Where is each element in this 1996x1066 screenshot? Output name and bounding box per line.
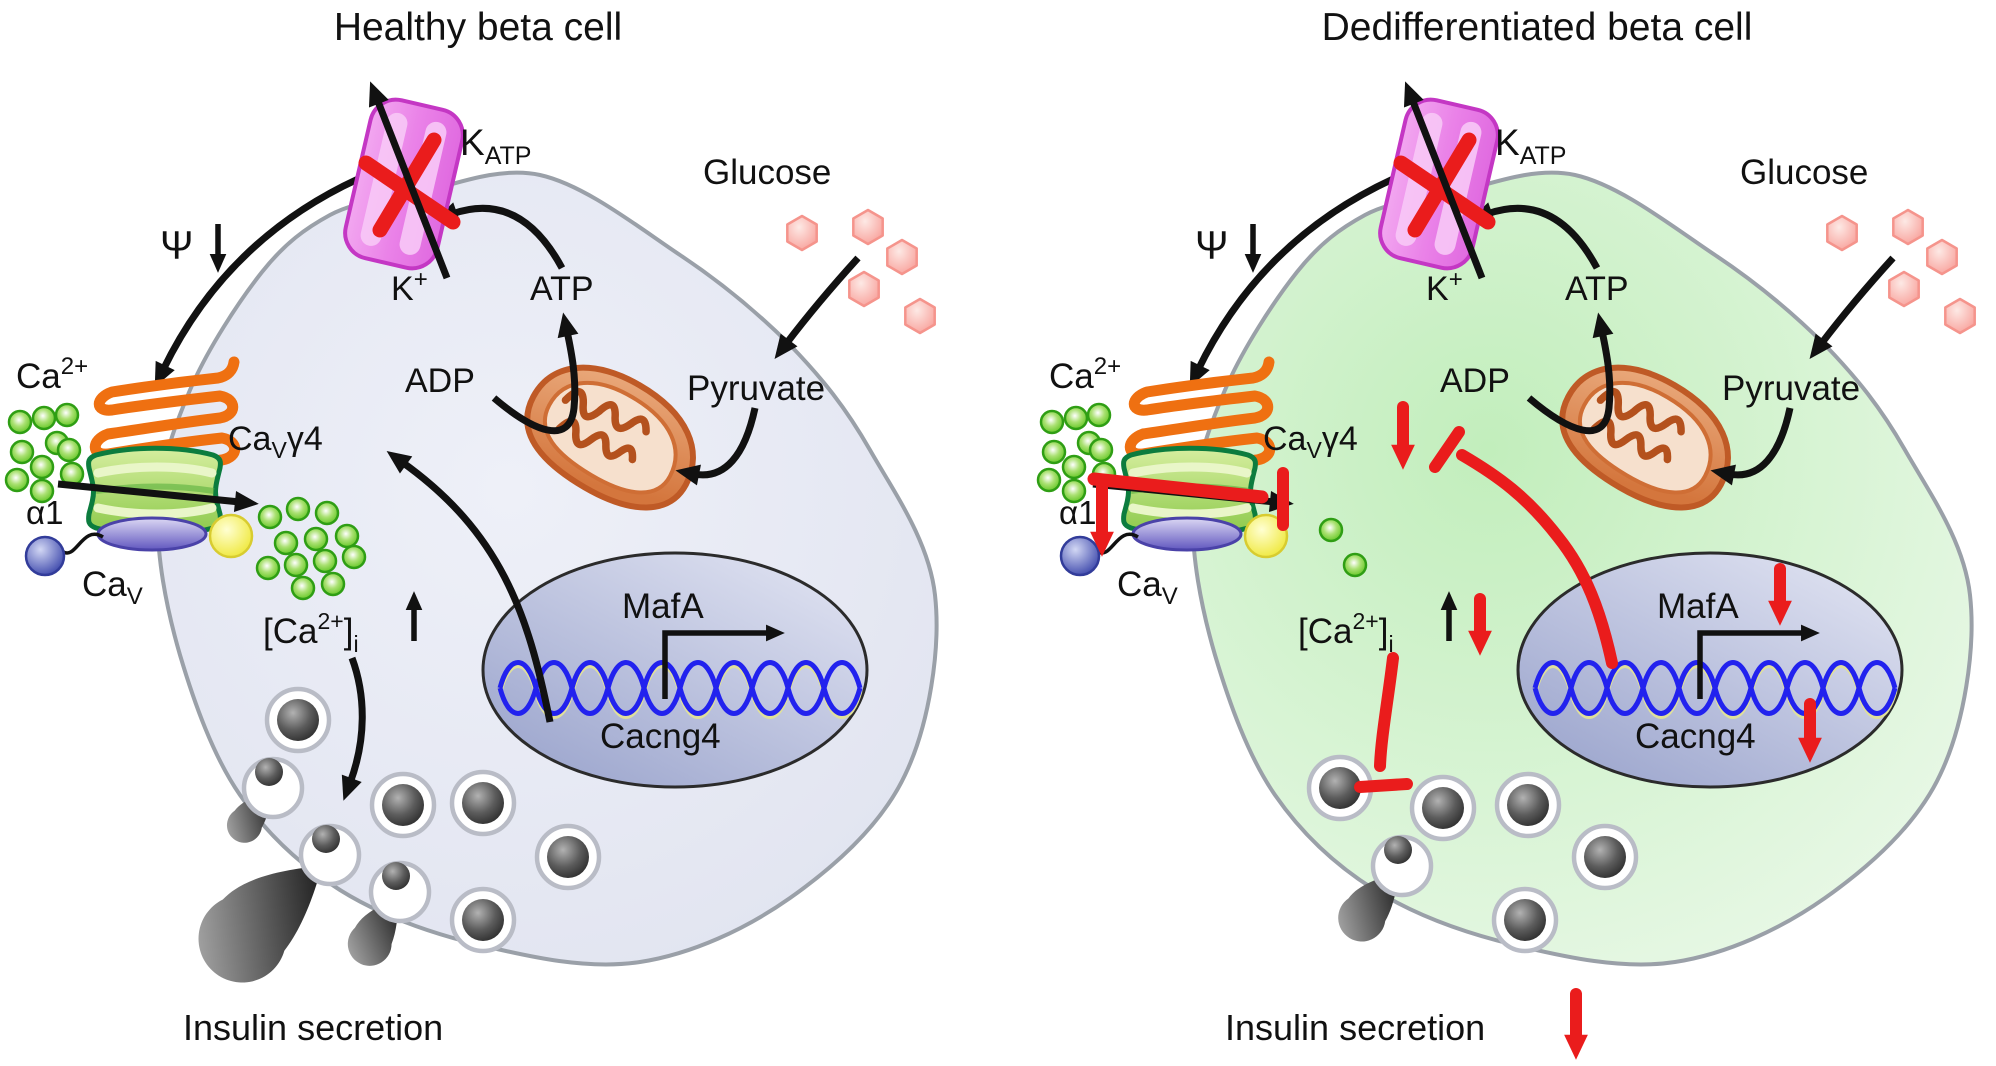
cacng4-loss-inhibition-head [1429,426,1465,473]
panel-title: Dedifferentiated beta cell [1322,6,1753,49]
ca-intracellular-label: [Ca2+]i [263,608,359,657]
adp-label: ADP [1440,362,1510,400]
panel-title: Healthy beta cell [334,6,622,49]
cacng4-loss-inhibition-curve [1456,449,1618,669]
cacng4-label: Cacng4 [600,717,721,756]
katp-label: KATP [1495,122,1566,170]
cavgamma4-label: CaVγ4 [228,420,323,463]
katp-label: KATP [460,122,531,170]
glucose-label: Glucose [703,153,831,192]
k-ion-label: K+ [391,266,428,308]
psi-label: Ψ [1195,224,1228,268]
ca-ion-label: Ca2+ [16,353,88,396]
cav-label: CaV [1117,565,1178,610]
cav-inhibition-bar [1087,472,1269,504]
pyruvate-label: Pyruvate [687,369,825,408]
cavgamma4-label: CaVγ4 [1263,420,1358,463]
mafa-label: MafA [1657,587,1739,626]
panel-healthy: Healthy beta cell KATP Ψ K+ ATP ADP Gluc… [6,6,939,1048]
granule-inhibition-bar-head [1354,778,1413,793]
psi-label: Ψ [160,224,193,268]
k-ion-label: K+ [1426,266,1463,308]
adp-label: ADP [405,362,475,400]
glucose-label: Glucose [1740,153,1868,192]
atp-label: ATP [1565,270,1629,308]
calcium-to-granules-arrow [341,656,366,801]
atp-label: ATP [530,270,594,308]
insulin-secretion-label: Insulin secretion [183,1007,443,1048]
insulin-secretion-label: Insulin secretion [1225,1007,1485,1048]
ca-intracellular-label: [Ca2+]i [1298,608,1394,657]
panel-dedifferentiated: Dedifferentiated beta cell KATP Ψ K+ ATP… [1038,6,1975,1060]
cav-label: CaV [82,565,143,610]
alpha1-label: α1 [26,494,63,531]
pyruvate-label: Pyruvate [1722,369,1860,408]
mafa-label: MafA [622,587,704,626]
glucose-hexagons-icon [1827,210,1974,333]
red-annotations [1087,401,1822,1060]
ca-ion-label: Ca2+ [1049,353,1121,396]
alpha1-label: α1 [1059,494,1096,531]
cacng4-to-cavgamma4-arrow [386,451,554,723]
cacng4-label: Cacng4 [1635,717,1756,756]
granule-inhibition-bar [1374,652,1399,772]
